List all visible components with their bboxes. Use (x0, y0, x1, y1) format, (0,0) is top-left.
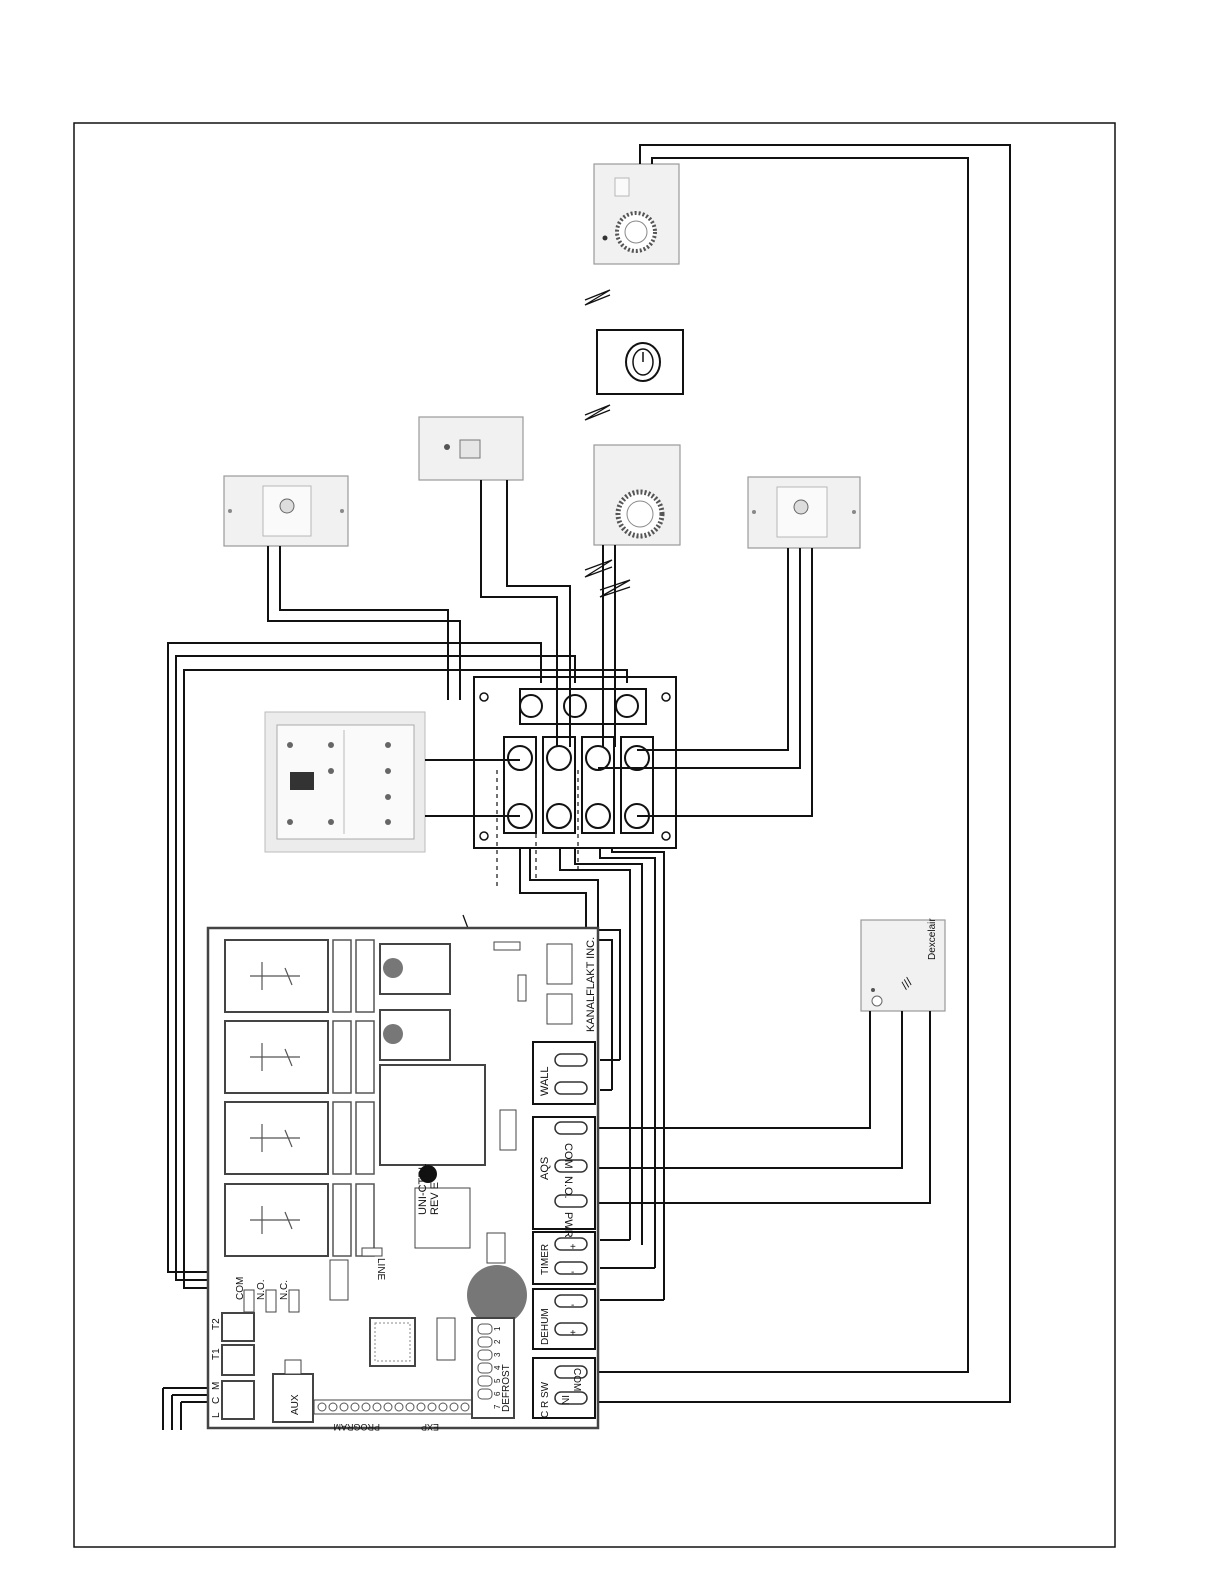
defrost-label: DEFROST (501, 1364, 512, 1412)
aqs-no-label: N.O. (562, 1176, 574, 1199)
t2-label: T2 (211, 1318, 222, 1330)
dehum-plus-label: + (570, 1328, 576, 1339)
timer-plus-label: + (570, 1242, 576, 1253)
relay-nc-label: N.C. (279, 1280, 290, 1300)
timer-minus-label: - (571, 1267, 574, 1278)
defrost-pin-7: 7 (493, 1404, 502, 1409)
defrost-pin-4: 4 (493, 1365, 502, 1370)
defrost-pin-1: 1 (493, 1326, 502, 1331)
relay-no-label: N.O. (256, 1279, 267, 1300)
line-label: LINE (375, 1258, 386, 1281)
humidistat-icon (280, 499, 294, 513)
t1-label: T1 (211, 1348, 222, 1360)
power-l-label: L (211, 1412, 222, 1418)
exp-label: EXP (421, 1422, 439, 1432)
humidistat-icon (794, 500, 808, 514)
junction-plate (474, 677, 676, 848)
aqs-com-label: COM (562, 1143, 574, 1169)
timer-control-top (594, 164, 679, 264)
dehum-minus-label: - (571, 1300, 574, 1311)
pwr-label: PWR (562, 1212, 574, 1238)
defrost-pin-6: 6 (493, 1391, 502, 1396)
sensor-brand: Dexcelair (927, 918, 938, 960)
relay-com-label: COM (235, 1277, 246, 1300)
aux-label: AUX (290, 1394, 301, 1415)
defrost-pin-2: 2 (493, 1339, 502, 1344)
power-c-label: C (211, 1397, 222, 1404)
dehum-label: DEHUM (540, 1308, 551, 1345)
defrost-pin-3: 3 (493, 1352, 502, 1357)
crsw-label: C R SW (540, 1381, 551, 1418)
humidistat-left (224, 476, 348, 546)
switch-control (419, 417, 523, 480)
timer-control-middle (594, 445, 680, 545)
power-m-label: M (211, 1382, 222, 1390)
push-button-control (597, 330, 683, 394)
crsw-com-label: COM (571, 1368, 582, 1391)
defrost-pin-5: 5 (493, 1378, 502, 1383)
wall-label: WALL (539, 1066, 551, 1096)
crsw-in-label: IN (559, 1395, 570, 1405)
air-quality-sensor: /// Dexcelair (861, 918, 945, 1011)
humidistat-right (748, 477, 860, 548)
timer-label: TIMER (540, 1244, 551, 1275)
board-maker: KANALFLAKT INC. (585, 937, 597, 1032)
aqs-label: AQS (539, 1157, 551, 1180)
board-model: UNI-CTRL (417, 1164, 429, 1215)
board-revision: REV E (429, 1182, 441, 1215)
digital-wall-control (265, 712, 425, 852)
program-label: PROGRAM (333, 1422, 380, 1432)
